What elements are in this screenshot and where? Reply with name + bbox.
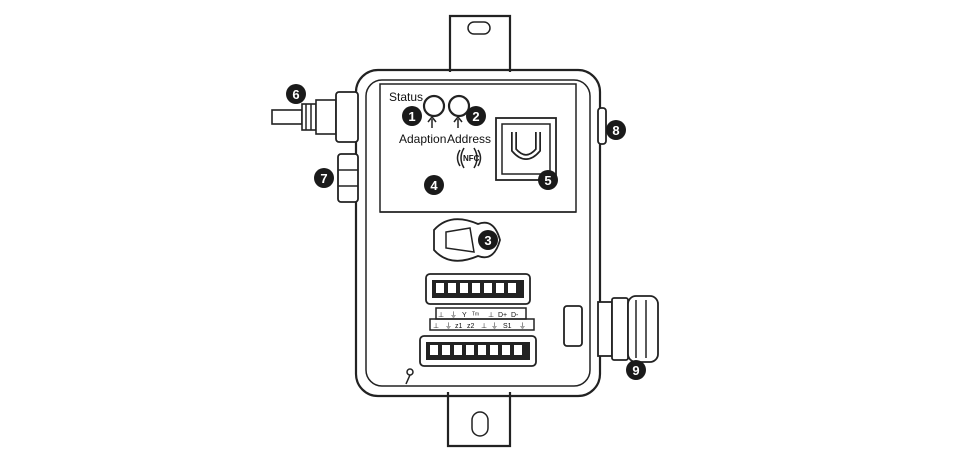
callout-4: 4 — [424, 175, 444, 195]
terminal-bottom-row: ⊥ ⏚ z1 z2 ⊥ ⏚ S1 ⏚ — [433, 322, 526, 330]
svg-text:D+: D+ — [498, 312, 507, 319]
svg-text:⏚: ⏚ — [445, 322, 452, 330]
svg-text:D-: D- — [511, 312, 519, 319]
magnet-reset-area — [495, 117, 557, 181]
rotary-switch — [433, 218, 501, 262]
svg-text:S1: S1 — [503, 323, 512, 330]
svg-text:2: 2 — [472, 109, 479, 124]
svg-text:1: 1 — [408, 109, 415, 124]
svg-text:ᵀᵐ: ᵀᵐ — [472, 312, 479, 319]
nfc-label: NFC — [463, 154, 480, 163]
nfc-icon: NFC — [456, 147, 482, 169]
callout-1: 1 — [402, 106, 422, 126]
status-label: Status — [389, 90, 423, 104]
svg-text:9: 9 — [632, 363, 639, 378]
screw-icon — [405, 368, 414, 385]
upper-terminal-block — [425, 273, 531, 305]
status-led — [422, 94, 446, 118]
svg-text:z2: z2 — [467, 323, 475, 330]
svg-text:⊥: ⊥ — [488, 312, 494, 319]
housing — [354, 68, 602, 398]
led-arrows — [427, 115, 463, 128]
svg-text:Y: Y — [462, 312, 467, 319]
address-label: Address — [447, 132, 491, 146]
callout-7: 7 — [314, 168, 334, 188]
bottom-mounting-tab — [446, 392, 512, 448]
svg-text:6: 6 — [292, 87, 299, 102]
callout-9: 9 — [626, 360, 646, 380]
svg-text:7: 7 — [320, 171, 327, 186]
svg-text:⏚: ⏚ — [491, 322, 498, 330]
svg-text:⏚: ⏚ — [519, 322, 526, 330]
adaption-label: Adaption — [399, 132, 446, 146]
callout-8: 8 — [606, 120, 626, 140]
cable-connector — [271, 91, 359, 143]
magnet-icon — [511, 132, 541, 160]
callout-2: 2 — [466, 106, 486, 126]
callout-6: 6 — [286, 84, 306, 104]
callout-5: 5 — [538, 170, 558, 190]
svg-text:5: 5 — [544, 173, 551, 188]
callout-3: 3 — [478, 230, 498, 250]
svg-text:⏚: ⏚ — [450, 311, 457, 319]
svg-text:⊥: ⊥ — [481, 323, 487, 330]
top-mounting-tab — [448, 14, 512, 72]
side-button — [597, 107, 607, 145]
lower-terminal-block — [419, 335, 537, 367]
cable-gland — [563, 295, 659, 363]
svg-text:⊥: ⊥ — [433, 323, 439, 330]
svg-text:⊥: ⊥ — [438, 312, 444, 319]
svg-text:4: 4 — [430, 178, 438, 193]
terminal-labels: ⊥ ⏚ Y ᵀᵐ ⊥ D+ D- ⊥ ⏚ z1 z2 ⊥ ⏚ S1 ⏚ — [429, 307, 535, 331]
address-led — [447, 94, 471, 118]
side-port — [337, 153, 359, 203]
svg-text:z1: z1 — [455, 323, 463, 330]
svg-text:8: 8 — [612, 123, 619, 138]
terminal-top-row: ⊥ ⏚ Y ᵀᵐ ⊥ D+ D- — [438, 311, 519, 319]
svg-text:3: 3 — [484, 233, 491, 248]
